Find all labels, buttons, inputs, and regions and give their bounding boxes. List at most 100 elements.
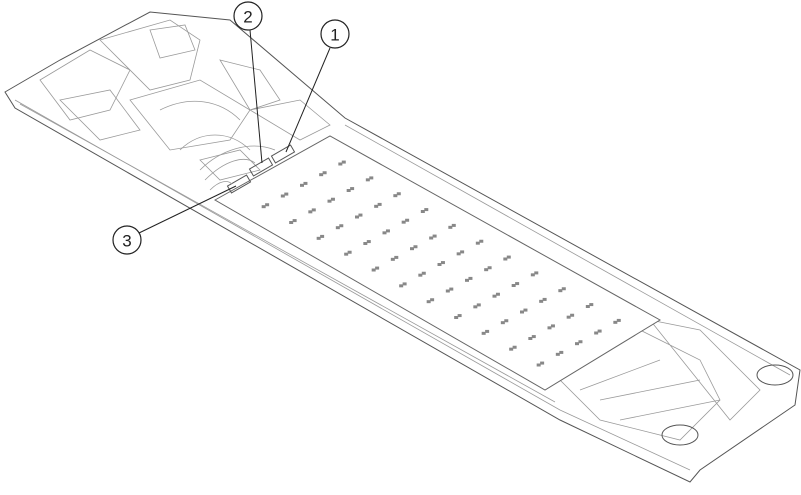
dimm-pad — [468, 276, 473, 280]
dimm-pad — [424, 208, 429, 212]
dimm-pad — [454, 316, 459, 319]
dimm-pad — [460, 250, 465, 254]
callout-label: 3 — [122, 232, 131, 251]
dimm-pad — [457, 314, 462, 318]
dimm-pad — [613, 320, 618, 324]
dimm-pad — [451, 223, 456, 227]
dimm-pad — [350, 187, 355, 191]
dimm-pad — [539, 299, 544, 303]
dimm-pad — [523, 308, 528, 312]
dimm-pad — [465, 278, 469, 282]
dimm-pad — [346, 189, 351, 192]
connector-1 — [270, 144, 296, 164]
dimm-pad — [530, 273, 535, 277]
dimm-pad — [509, 347, 514, 351]
dimm-pad — [402, 282, 407, 286]
dimm-pad — [485, 329, 490, 333]
callout-label: 2 — [243, 8, 252, 27]
dimm-pad — [363, 242, 368, 245]
dimm-pad — [338, 162, 343, 166]
dimm-pad — [495, 292, 500, 296]
dimm-pad — [292, 219, 297, 223]
dimm-pad — [410, 247, 414, 251]
dimm-pad — [355, 215, 359, 219]
dimm-pad — [575, 342, 579, 346]
dimm-pad — [375, 266, 380, 270]
dimm-pad — [385, 229, 390, 233]
rear-components — [39, 19, 331, 181]
connector-2 — [248, 157, 274, 177]
dimm-pad — [330, 197, 335, 201]
dimm-pad — [570, 313, 575, 317]
dimm-pad — [344, 252, 349, 256]
dimm-pad — [540, 361, 545, 365]
dimm-pad — [335, 226, 340, 230]
dimm-pad — [456, 252, 461, 256]
dimm-pad — [341, 160, 346, 164]
callout-label: 1 — [330, 26, 339, 45]
dimm-pad — [429, 236, 434, 240]
dimm-pad — [449, 287, 454, 291]
dimm-pad — [394, 255, 399, 259]
connectors — [199, 144, 296, 194]
dimm-pad — [366, 240, 371, 244]
dimm-pad — [405, 218, 410, 222]
dimm-pad — [445, 289, 450, 293]
dimm-pad — [504, 319, 509, 323]
dimm-pad — [594, 331, 599, 335]
dimm-pad — [520, 310, 524, 314]
dimm-pad — [322, 171, 327, 175]
dimm-pad — [536, 363, 541, 367]
dimm-pad — [440, 261, 445, 265]
dimm-pad — [289, 221, 294, 224]
dimm-pad — [558, 289, 563, 293]
dimm-pad — [377, 202, 382, 206]
dimm-pad — [589, 303, 594, 307]
tray-outline — [4, 11, 801, 483]
dimm-pad — [316, 236, 321, 240]
dimm-pad — [430, 298, 435, 302]
callout-3: 3 — [112, 185, 237, 255]
dimm-pad — [547, 326, 552, 330]
dimm-pad — [308, 210, 313, 214]
dimm-pad — [327, 199, 332, 203]
dimm-pad — [261, 205, 266, 209]
dimm-pad — [481, 331, 486, 335]
dimm-pad — [550, 324, 555, 328]
dimm-pad — [374, 204, 379, 208]
dimm-pad — [476, 303, 481, 307]
dimm-pad — [300, 183, 304, 187]
dimm-pad — [382, 231, 387, 235]
dimm-pad — [506, 255, 511, 259]
dimm-pad — [479, 239, 484, 243]
dimm-pad — [339, 224, 344, 228]
dimm-pad — [512, 345, 517, 349]
dimm-pad — [597, 329, 602, 333]
dimm-pad — [371, 268, 376, 272]
dimm-pad — [320, 234, 325, 238]
dimm-pad — [418, 273, 423, 277]
dimm-pad — [437, 263, 442, 266]
dimm-pad — [303, 181, 308, 185]
dimm-pad — [515, 282, 520, 286]
dimm-pad — [393, 194, 398, 198]
dimm-pad — [421, 271, 426, 275]
dimm-pad — [500, 321, 505, 325]
dimm-pad — [555, 352, 560, 356]
dimm-pads — [261, 160, 621, 367]
dimm-pad — [492, 294, 497, 298]
dimm-pad — [484, 268, 489, 272]
dimm-pad — [616, 318, 621, 322]
dimm-pad — [413, 245, 418, 249]
dimm-pad — [432, 234, 437, 238]
dimm-pad — [487, 266, 492, 270]
dimm-pad — [396, 192, 401, 196]
dimm-pad — [390, 257, 395, 261]
dimm-pad — [311, 208, 316, 212]
dimm-pad — [347, 250, 352, 254]
fan-icon — [756, 364, 794, 386]
dimm-pad — [399, 284, 404, 288]
dimm-pad — [561, 287, 566, 291]
dimm-pad — [284, 192, 289, 196]
